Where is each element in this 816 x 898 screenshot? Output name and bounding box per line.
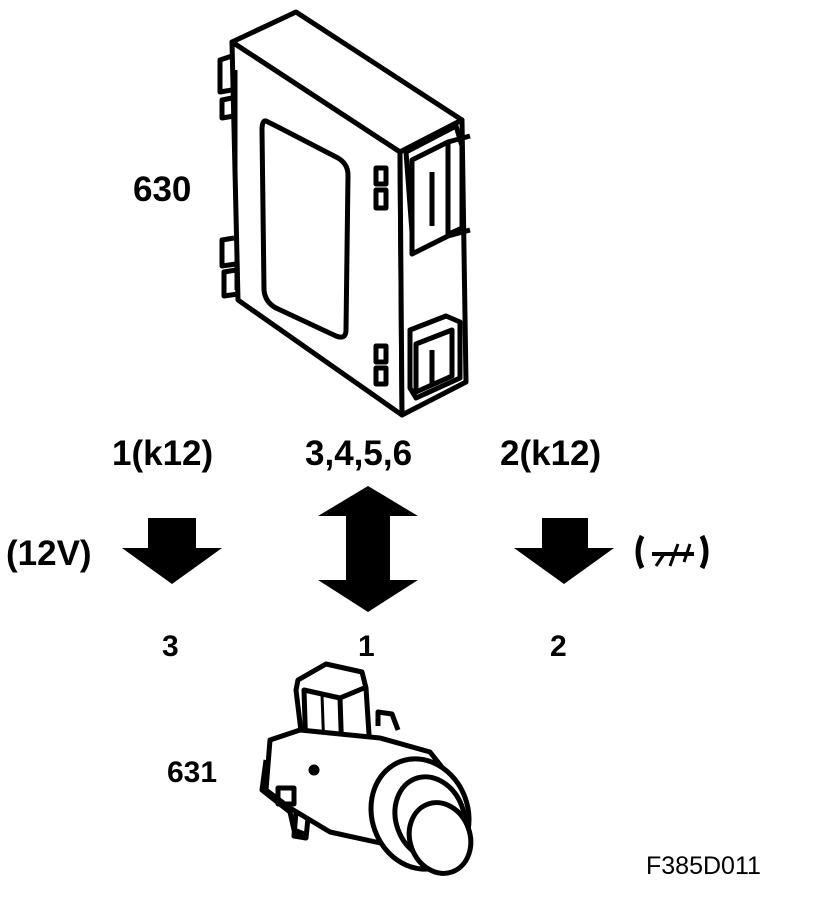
- left-sensor-pin-label: 3: [162, 630, 179, 663]
- arrow-up-down-center: [318, 486, 418, 612]
- parking-sensor-631: [259, 661, 474, 876]
- right-sensor-pin-label: 2: [550, 630, 567, 663]
- module-id-label: 630: [133, 170, 192, 209]
- center-module-pins-label: 3,4,5,6: [305, 434, 413, 473]
- control-module-630: [217, 9, 471, 418]
- arrow-down-right: [514, 518, 614, 584]
- center-sensor-pin-label: 1: [358, 630, 375, 663]
- figure-code: F385D011: [646, 852, 761, 880]
- right-module-pin-label: 2(k12): [500, 434, 602, 473]
- left-module-pin-label: 1(k12): [112, 434, 214, 473]
- sensor-id-label: 631: [167, 756, 218, 789]
- supply-voltage-label: (12V): [6, 534, 92, 573]
- ground-icon: [632, 532, 714, 577]
- arrow-down-left: [122, 518, 222, 584]
